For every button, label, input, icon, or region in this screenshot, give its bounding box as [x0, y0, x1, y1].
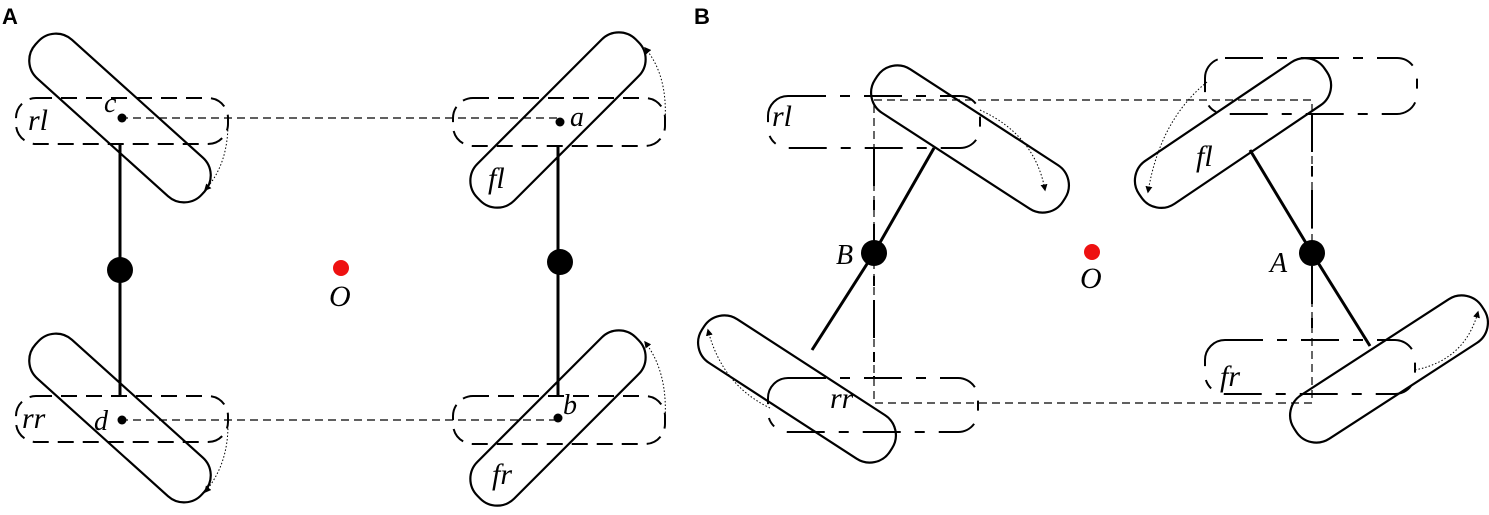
label-a: a — [570, 102, 584, 133]
pivot-label-a: A — [1268, 248, 1288, 279]
point-c — [117, 113, 127, 123]
rotation-arc-rl — [979, 109, 1048, 192]
label-b: b — [563, 390, 577, 421]
ghost-wheel-fr — [1204, 339, 1416, 395]
wheel-rr — [697, 314, 897, 464]
wheel-fr — [1289, 294, 1489, 444]
ghost-wheel-rr — [767, 377, 979, 433]
wheel-label-rr: rr — [22, 402, 46, 435]
label-d: d — [94, 406, 109, 437]
pivot-label-b: B — [836, 240, 853, 271]
rotation-arc-fl — [1145, 81, 1208, 194]
wheel-rl — [28, 32, 212, 204]
wheel-label-rl: rl — [28, 104, 48, 137]
rotation-arc-rr — [705, 328, 771, 409]
center-label-o: O — [1080, 262, 1102, 295]
point-a — [555, 117, 565, 127]
wheel-label-fl: fl — [1196, 140, 1213, 173]
wheel-rl — [870, 64, 1070, 214]
rotation-arc-fl — [644, 46, 666, 123]
center-label-o: O — [329, 280, 351, 313]
point-b — [553, 413, 563, 423]
wheel-fl — [469, 31, 647, 209]
rotation-arc-fr — [644, 340, 666, 421]
label-c: c — [104, 88, 117, 119]
pivot-b — [861, 240, 887, 266]
pivot-front — [547, 249, 573, 275]
ghost-wheel-rr — [15, 395, 229, 443]
panel-a: A c a d b rl rr fl — [2, 4, 666, 507]
wheel-label-fr: fr — [1220, 360, 1240, 393]
rotation-arc-rl — [204, 122, 229, 192]
wheel-label-fr: fr — [492, 458, 512, 491]
pivot-a — [1299, 240, 1325, 266]
pivot-rear — [107, 257, 133, 283]
arm-rear-upper — [872, 147, 936, 254]
center-point-o — [333, 260, 349, 276]
wheel-rr — [28, 332, 212, 504]
panel-a-label: A — [2, 4, 18, 29]
arm-rear-lower — [810, 252, 876, 351]
rotation-arc-rr — [204, 424, 229, 494]
panel-b: B rl rr fl fr B A — [694, 4, 1489, 464]
center-point-o — [1084, 244, 1100, 260]
wheel-fl — [1133, 57, 1333, 209]
arm-front-lower — [1310, 252, 1372, 347]
arm-front-upper — [1248, 149, 1314, 254]
wheel-label-fl: fl — [488, 162, 505, 195]
wheel-label-rr: rr — [830, 382, 854, 415]
ghost-wheel-rl — [15, 97, 229, 145]
point-d — [117, 415, 127, 425]
ghost-wheel-fl — [1204, 57, 1418, 115]
rotation-arc-fr — [1414, 310, 1480, 371]
panel-b-label: B — [694, 4, 710, 29]
wheel-fr — [469, 329, 647, 507]
wheel-label-rl: rl — [772, 100, 792, 133]
